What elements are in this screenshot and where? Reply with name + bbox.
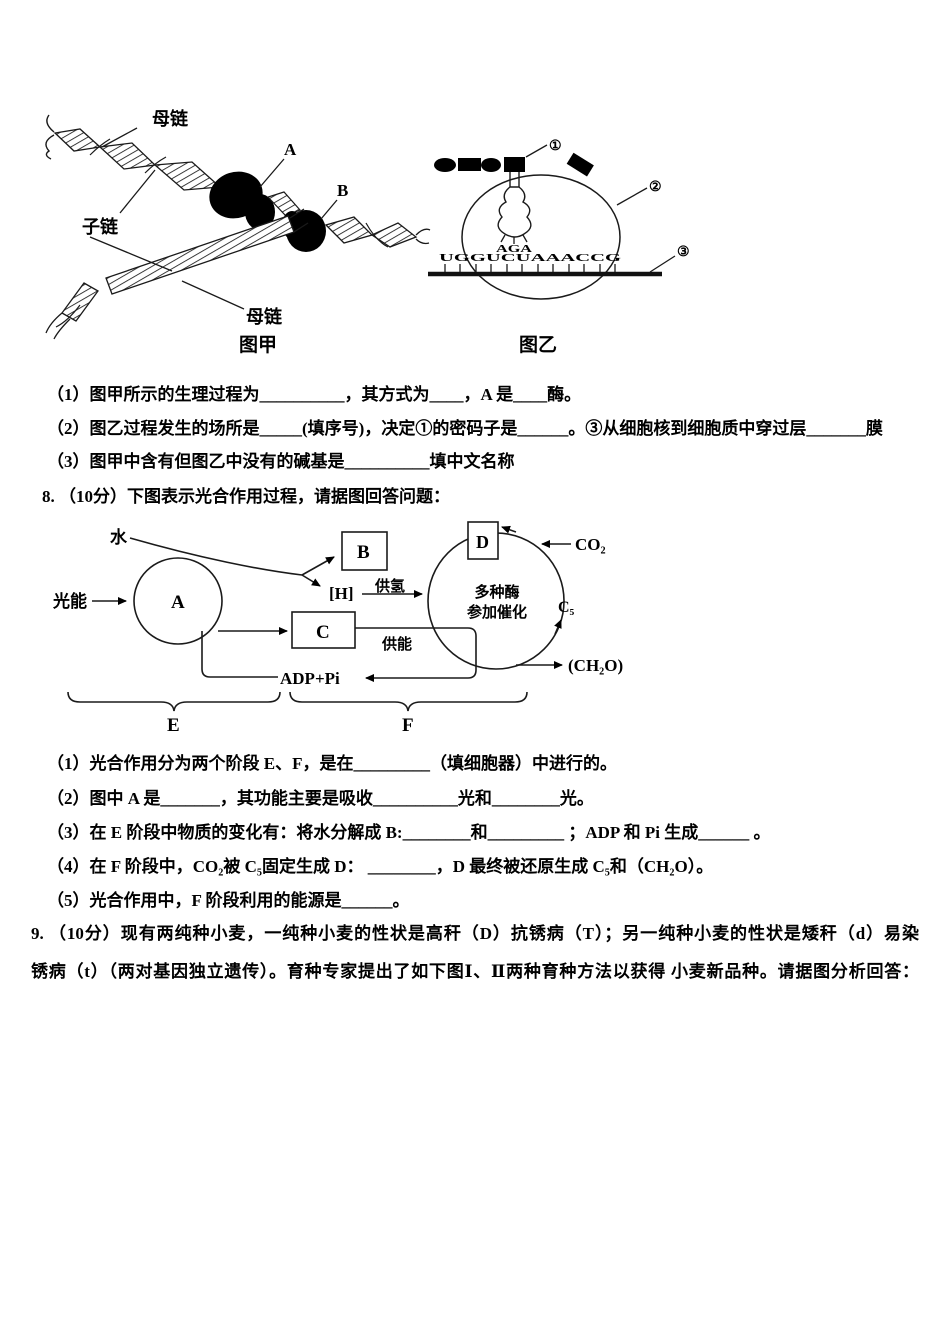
label-enzymes-1: 多种酶 [474, 583, 519, 601]
pointer-2 [616, 187, 648, 206]
pointer-mother-bottom [181, 280, 245, 310]
polypeptide-chain [434, 157, 525, 172]
figure-jia-caption: 图甲 [239, 335, 278, 356]
brace-e [67, 691, 281, 712]
label-h: [H] [329, 584, 354, 603]
q7-item-3: （3）图甲中含有但图乙中没有的碱基是__________填中文名称 [47, 452, 515, 471]
trna [497, 172, 532, 244]
label-c5: C₅ [558, 599, 575, 616]
node-a-circle [133, 557, 223, 645]
q8-item-4: （4）在 F 阶段中，CO₂被 C₅固定生成 D： ________，D 最终被… [47, 857, 714, 876]
q8-item-3: （3）在 E 阶段中物质的变化有：将水分解成 B:________和______… [47, 823, 771, 842]
node-c-box [291, 611, 356, 649]
arrow-to-b [301, 556, 335, 576]
daughter-duplex-lower [45, 208, 309, 340]
label-c: C [316, 622, 330, 643]
free-amino-acid [566, 152, 594, 177]
water-curve [129, 537, 303, 576]
q9-line-1: 9. （10分）现有两纯种小麦，一纯种小麦的性状是高秆（D）抗锈病（T）；另一纯… [31, 924, 919, 943]
pointer-mother-top [101, 127, 138, 148]
ribosome [461, 174, 621, 300]
pointer-daughter-2 [89, 236, 173, 272]
label-stage-e: E [167, 715, 180, 736]
label-a: A [171, 592, 185, 613]
q8-item-5: （5）光合作用中，F 阶段利用的能源是______。 [47, 891, 410, 910]
mrna: UGGUCUAAACCG [428, 252, 662, 277]
q7-item-2: （2）图乙过程发生的场所是_____(填序号)，决定①的密码子是______。③… [47, 419, 883, 438]
label-supply-energy: 供能 [381, 635, 412, 653]
figure-translation: ① AGA UGGUCUAAACCG ② [428, 139, 690, 300]
pointer-a [259, 158, 285, 188]
energy-loop-right [355, 627, 477, 682]
node-b-box [341, 531, 388, 571]
label-light-energy: 光能 [52, 591, 87, 611]
label-enzyme-a: A [284, 140, 297, 159]
energy-loop-left [201, 631, 278, 678]
pointer-b [320, 199, 338, 220]
label-stage-f: F [402, 715, 414, 736]
q7-item-1: （1）图甲所示的生理过程为__________，其方式为____，A 是____… [47, 385, 582, 404]
label-d: D [476, 532, 489, 552]
label-mother-strand-bottom: 母链 [246, 306, 283, 327]
label-daughter-strand: 子链 [82, 216, 119, 237]
mrna-sequence: UGGUCUAAACCG [439, 252, 622, 264]
q9-line-2: 锈病（t）（两对基因独立遗传）。育种专家提出了如下图Ⅰ、Ⅱ两种育种方法以获得 小… [31, 962, 919, 981]
duplex-segment [266, 191, 302, 217]
arrow-to-h [301, 574, 321, 587]
pointer-1 [525, 144, 548, 158]
arrow-cycle-to-d [501, 525, 517, 534]
label-water: 水 [110, 527, 128, 547]
anticodon: AGA [496, 243, 532, 255]
q8-item-2: （2）图中 A 是_______，其功能主要是吸收__________光和___… [47, 789, 594, 808]
label-enzymes-2: 参加催化 [467, 603, 527, 621]
label-co2: CO₂ [575, 535, 606, 554]
pointer-3 [649, 255, 676, 273]
enzyme-blob-a [209, 171, 275, 230]
figure-yi-caption: 图乙 [519, 335, 558, 356]
label-ch2o: (CH₂O) [568, 656, 623, 675]
duplex-right [324, 216, 431, 248]
label-supply-hydrogen: 供氢 [374, 577, 405, 595]
label-b: B [357, 542, 370, 563]
label-adp-pi: ADP+Pi [280, 669, 340, 688]
parent-duplex-upper [45, 114, 222, 191]
label-circle-1: ① [549, 139, 562, 154]
label-circle-3: ③ [677, 245, 690, 260]
arrow-to-c5 [554, 619, 562, 635]
pointer-daughter-1 [119, 169, 156, 214]
label-circle-2: ② [649, 180, 662, 195]
q8-item-1: （1）光合作用分为两个阶段 E、F，是在_________（填细胞器）中进行的。 [47, 754, 617, 773]
figure-photosynthesis: 水 光能 A B [H] 供氢 多种酶 参加催化 D CO₂ C₅ (CH [52, 521, 623, 736]
label-enzyme-b: B [337, 181, 348, 200]
brace-f [289, 691, 528, 712]
node-d-box [467, 521, 499, 560]
q8-header: 8. （10分）下图表示光合作用过程，请据图回答问题： [42, 487, 450, 506]
figure-dna-replication: 母链 子链 母链 A B [45, 108, 431, 340]
label-mother-strand-top: 母链 [152, 108, 189, 129]
